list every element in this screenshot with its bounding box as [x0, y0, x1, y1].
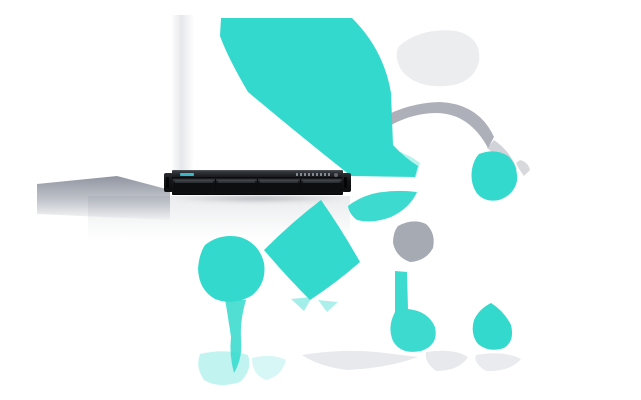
drive-bay [300, 179, 342, 192]
gray-right-bit [516, 160, 530, 176]
teal-faint-blob-2 [252, 355, 286, 380]
teal-diamond-shape [264, 200, 360, 300]
power-button-icon [334, 172, 338, 177]
drive-bay [258, 179, 300, 192]
gray-bottom-smudge-2 [425, 350, 468, 371]
drive-bays [173, 179, 342, 192]
gray-bottom-smudge-1 [302, 350, 418, 370]
teal-tip-bit-1 [291, 297, 312, 311]
drive-bay [173, 179, 215, 192]
nas-chassis [172, 170, 343, 195]
drive-bay-handle [175, 180, 213, 183]
gray-topright-patch [396, 30, 480, 87]
gray-pentagon-blob [393, 221, 434, 262]
wall-highlight-band [171, 15, 194, 171]
device-shadow [170, 195, 346, 202]
drive-bay-handle [302, 180, 340, 183]
teal-ball-stem-shape [390, 271, 436, 352]
teal-tip-bit-2 [318, 300, 338, 312]
rack-ear-left [164, 173, 173, 192]
teal-peninsula-shape [348, 190, 417, 222]
status-led-indicators [296, 173, 330, 176]
gray-arc-shape [352, 102, 494, 148]
rack-ear-right [342, 173, 351, 192]
drive-bay-handle [260, 180, 298, 183]
gray-wedge-shape [37, 176, 170, 220]
brand-logo [180, 173, 194, 176]
gray-bottom-smudge-3 [475, 353, 521, 372]
nas-device [164, 169, 351, 196]
teal-blob-left [198, 236, 265, 302]
teal-blob-right [471, 151, 518, 201]
nas-top-strip [172, 172, 343, 178]
drive-bay [215, 179, 257, 192]
teal-drip-shape [225, 299, 246, 373]
drive-bay-handle [217, 180, 255, 183]
teal-faint-blob-1 [198, 351, 250, 386]
teal-teardrop-shape [472, 303, 513, 350]
teal-ribbon-shape [220, 18, 418, 177]
